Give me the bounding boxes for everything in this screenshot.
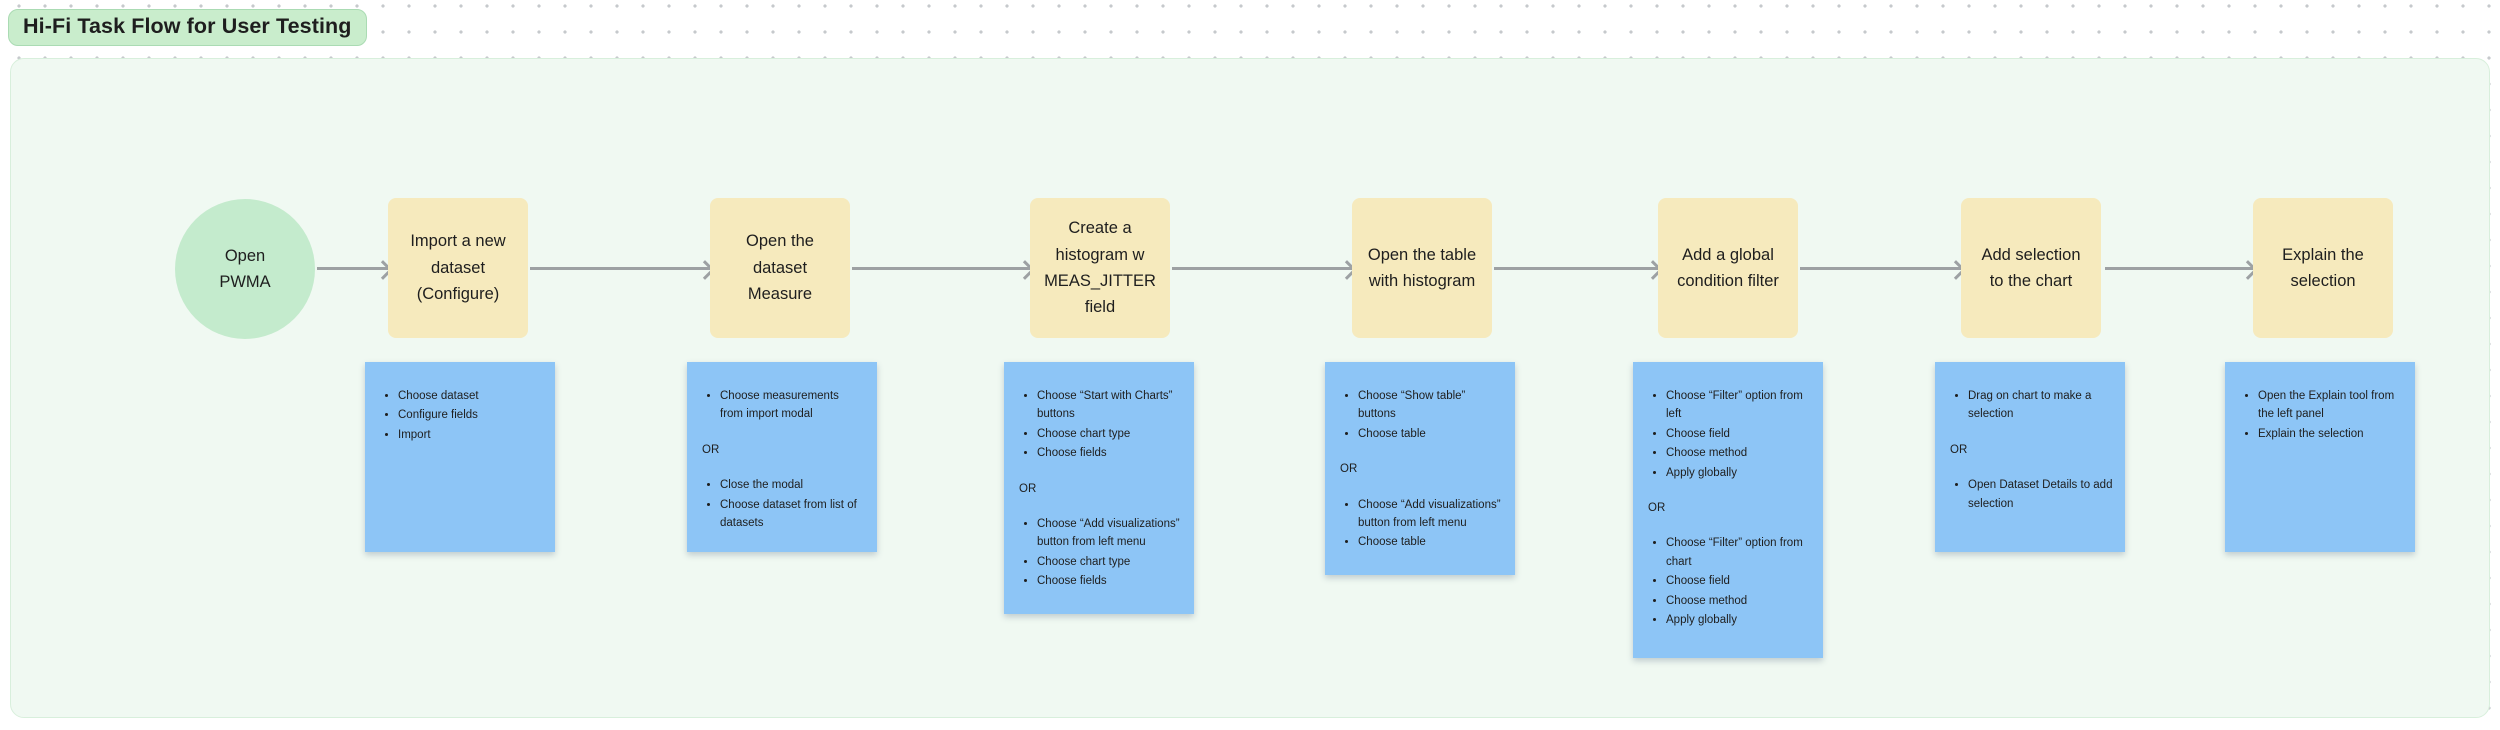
note-item: Drag on chart to make a selection <box>1968 387 2113 424</box>
note-item: Choose measurements from import modal <box>720 387 865 424</box>
flow-step-node[interactable]: Create a histogram w MEAS_JITTER field <box>1030 198 1170 338</box>
flow-step-node[interactable]: Open the table with histogram <box>1352 198 1492 338</box>
note-or-separator: OR <box>1950 443 1968 456</box>
sticky-note[interactable]: Choose “Filter” option from leftChoose f… <box>1633 362 1823 658</box>
flow-step-label: Add a global condition filter <box>1677 245 1779 290</box>
note-bullet-list: Open Dataset Details to add selection <box>1935 476 2113 513</box>
flow-arrow[interactable] <box>1494 267 1658 270</box>
sticky-note[interactable]: Open the Explain tool from the left pane… <box>2225 362 2415 552</box>
note-item: Apply globally <box>1666 611 1811 629</box>
note-item: Choose “Show table” buttons <box>1358 387 1503 424</box>
flow-arrow[interactable] <box>530 267 710 270</box>
note-item: Choose fields <box>1037 444 1182 462</box>
note-bullet-list: Close the modalChoose dataset from list … <box>687 476 865 532</box>
note-item: Choose dataset from list of datasets <box>720 496 865 533</box>
note-bullet-list: Choose “Show table” buttonsChoose table <box>1325 387 1503 443</box>
note-or-separator: OR <box>1648 501 1666 514</box>
flow-arrow[interactable] <box>317 267 388 270</box>
note-bullet-list: Choose datasetConfigure fieldsImport <box>365 387 543 444</box>
note-item: Open Dataset Details to add selection <box>1968 476 2113 513</box>
note-item: Open the Explain tool from the left pane… <box>2258 387 2403 424</box>
sticky-note[interactable]: Choose “Start with Charts” buttonsChoose… <box>1004 362 1194 614</box>
note-item: Choose fields <box>1037 572 1182 590</box>
section-title[interactable]: Hi-Fi Task Flow for User Testing <box>8 9 367 46</box>
note-bullet-list: Choose “Add visualizations” button from … <box>1004 515 1182 591</box>
note-item: Choose “Add visualizations” button from … <box>1037 515 1182 552</box>
note-bullet-list: Choose “Add visualizations” button from … <box>1325 496 1503 552</box>
note-or-separator: OR <box>1019 482 1037 495</box>
flow-step-node[interactable]: Add a global condition filter <box>1658 198 1798 338</box>
flow-step-node[interactable]: Add selection to the chart <box>1961 198 2101 338</box>
note-bullet-list: Choose “Start with Charts” buttonsChoose… <box>1004 387 1182 463</box>
note-item: Choose chart type <box>1037 553 1182 571</box>
note-item: Choose “Filter” option from left <box>1666 387 1811 424</box>
flow-start-label: Open PWMA <box>219 246 271 291</box>
note-or-separator: OR <box>702 443 720 456</box>
section-title-label: Hi-Fi Task Flow for User Testing <box>23 14 352 38</box>
flow-step-label: Import a new dataset (Configure) <box>410 232 506 304</box>
note-bullet-list: Drag on chart to make a selection <box>1935 387 2113 424</box>
flow-arrow[interactable] <box>2105 267 2253 270</box>
note-item: Configure fields <box>398 406 543 424</box>
note-bullet-list: Choose “Filter” option from leftChoose f… <box>1633 387 1811 482</box>
flow-step-label: Create a histogram w MEAS_JITTER field <box>1044 219 1156 317</box>
note-item: Choose table <box>1358 425 1503 443</box>
note-bullet-list: Choose measurements from import modal <box>687 387 865 424</box>
note-item: Choose table <box>1358 533 1503 551</box>
note-item: Choose field <box>1666 425 1811 443</box>
flow-arrow[interactable] <box>1172 267 1352 270</box>
note-bullet-list: Open the Explain tool from the left pane… <box>2225 387 2403 443</box>
note-item: Choose “Filter” option from chart <box>1666 534 1811 571</box>
flow-start-node[interactable]: Open PWMA <box>175 199 315 339</box>
note-item: Choose dataset <box>398 387 543 405</box>
flow-arrow[interactable] <box>852 267 1030 270</box>
note-item: Close the modal <box>720 476 865 494</box>
sticky-note[interactable]: Choose “Show table” buttonsChoose tableO… <box>1325 362 1515 575</box>
note-item: Choose field <box>1666 572 1811 590</box>
note-item: Choose method <box>1666 444 1811 462</box>
note-item: Choose “Add visualizations” button from … <box>1358 496 1503 533</box>
note-bullet-list: Choose “Filter” option from chartChoose … <box>1633 534 1811 629</box>
flow-step-label: Explain the selection <box>2282 245 2364 290</box>
flow-arrow[interactable] <box>1800 267 1961 270</box>
flow-step-node[interactable]: Explain the selection <box>2253 198 2393 338</box>
sticky-note[interactable]: Choose datasetConfigure fieldsImport <box>365 362 555 552</box>
note-item: Choose method <box>1666 592 1811 610</box>
note-or-separator: OR <box>1340 463 1358 476</box>
flow-step-label: Add selection to the chart <box>1981 245 2081 290</box>
flow-step-node[interactable]: Import a new dataset (Configure) <box>388 198 528 338</box>
flow-step-label: Open the dataset Measure <box>746 232 814 304</box>
note-item: Choose “Start with Charts” buttons <box>1037 387 1182 424</box>
flow-step-node[interactable]: Open the dataset Measure <box>710 198 850 338</box>
note-item: Choose chart type <box>1037 425 1182 443</box>
flow-step-label: Open the table with histogram <box>1367 245 1477 290</box>
note-item: Apply globally <box>1666 464 1811 482</box>
note-item: Import <box>398 426 543 444</box>
note-item: Explain the selection <box>2258 425 2403 443</box>
